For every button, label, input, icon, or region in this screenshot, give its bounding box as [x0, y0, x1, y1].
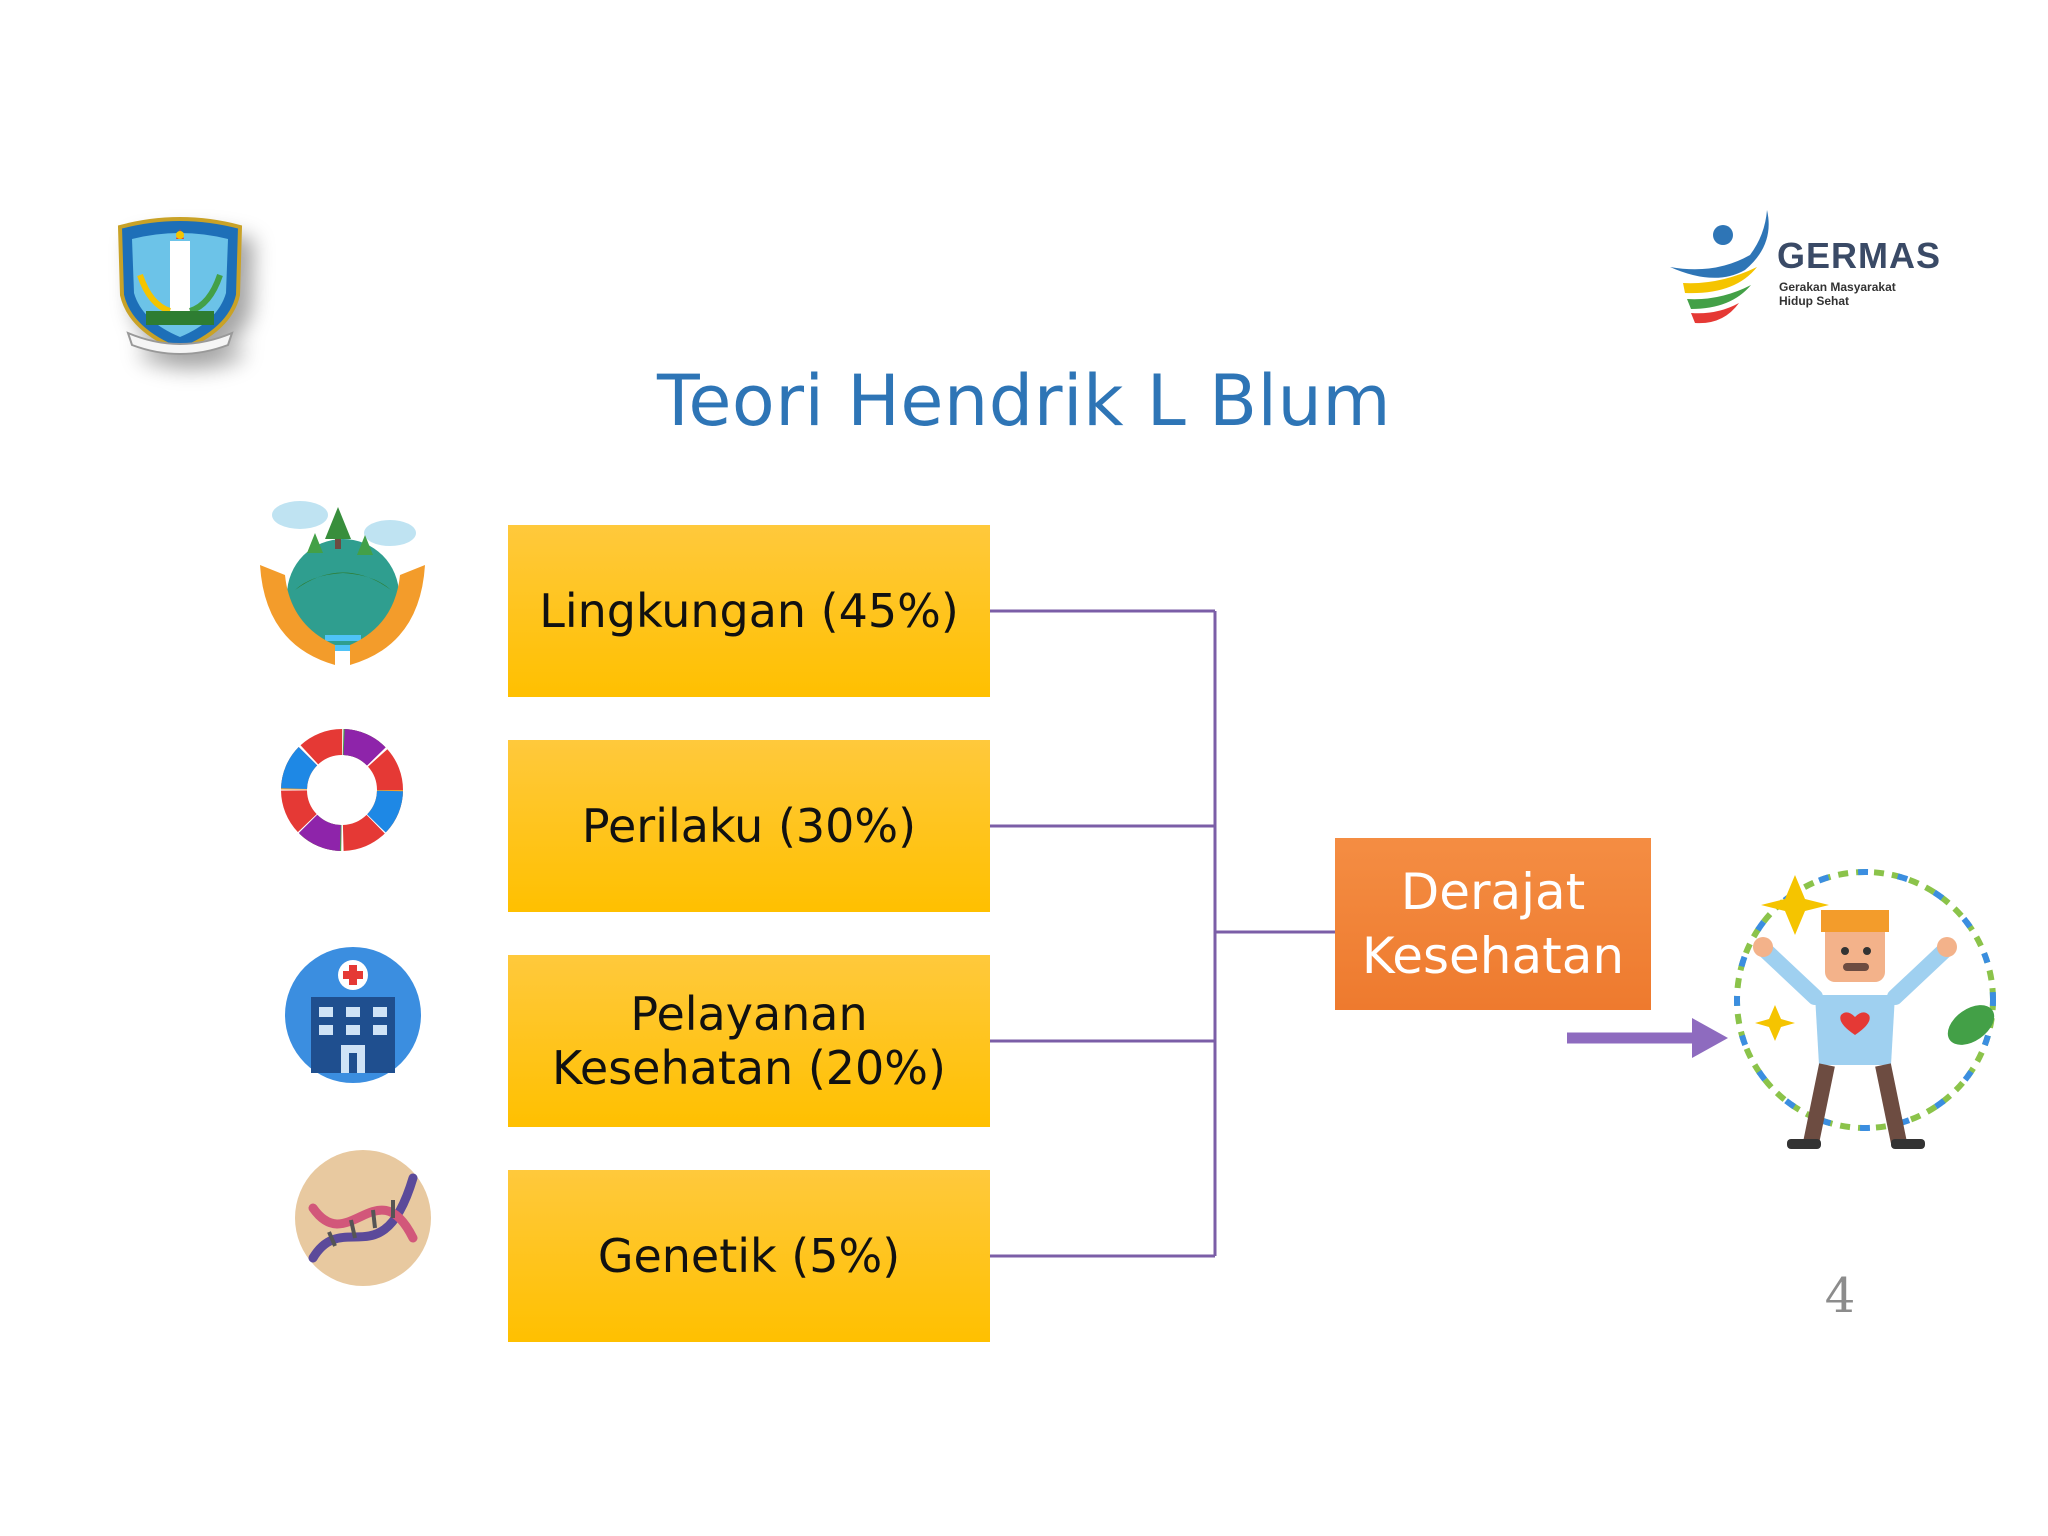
page-number: 4 — [1824, 1268, 1856, 1324]
emblem-shield-icon — [117, 217, 243, 355]
factor-box-genetik: Genetik (5%) — [508, 1170, 990, 1342]
emblem-logo — [110, 215, 250, 355]
behavior-cycle-icon — [272, 720, 412, 860]
dna-icon — [293, 1148, 433, 1288]
earth-in-hands-icon — [255, 495, 430, 670]
germas-subtitle-1: Gerakan Masyarakat — [1779, 280, 1896, 294]
arrow-to-person — [1567, 1018, 1728, 1058]
germas-logo: GERMAS Gerakan Masyarakat Hidup Sehat — [1665, 205, 1985, 330]
germas-figure-icon — [1670, 210, 1769, 324]
factor-box-perilaku: Perilaku (30%) — [508, 740, 990, 912]
germas-subtitle-2: Hidup Sehat — [1779, 294, 1850, 308]
factor-box-pelayanan-kesehatan: Pelayanan Kesehatan (20%) — [508, 955, 990, 1127]
factor-box-lingkungan: Lingkungan (45%) — [508, 525, 990, 697]
page-title: Teori Hendrik L Blum — [656, 360, 1392, 442]
result-box-derajat-kesehatan: Derajat Kesehatan — [1335, 838, 1651, 1010]
healthy-person-icon — [1715, 865, 2015, 1165]
germas-wordmark: GERMAS — [1777, 235, 1942, 276]
hospital-icon — [283, 945, 423, 1085]
